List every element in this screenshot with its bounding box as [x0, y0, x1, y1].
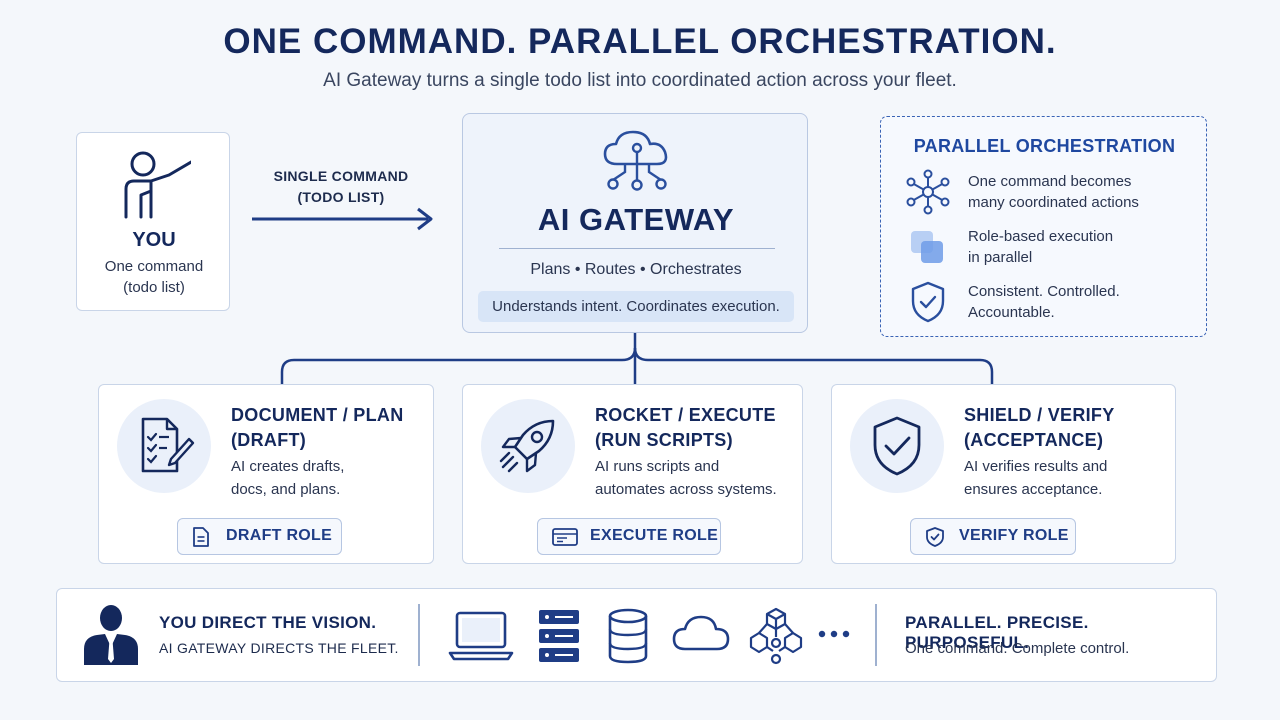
page-subtitle: AI Gateway turns a single todo list into…	[323, 70, 957, 91]
role-title-line2: (ACCEPTANCE)	[964, 430, 1104, 450]
role-desc-line1: AI creates drafts,	[231, 458, 345, 475]
gateway-tagline: Understands intent. Coordinates executio…	[478, 291, 794, 322]
verify-role-label: VERIFY ROLE	[959, 527, 1069, 544]
gateway-title: AI GATEWAY	[537, 202, 735, 237]
command-label: SINGLE COMMAND (TODO LIST)	[252, 166, 430, 208]
draft-role-button[interactable]: DRAFT ROLE	[177, 518, 342, 555]
role-icon-circle	[481, 399, 575, 493]
you-desc-line1: One command	[104, 258, 204, 275]
role-desc-line2: automates across systems.	[595, 481, 777, 498]
divider-left	[418, 604, 420, 666]
gateway-functions: Plans • Routes • Orchestrates	[530, 261, 742, 278]
shield-check-icon	[926, 527, 944, 547]
bottom-left-subtitle: AI GATEWAY DIRECTS THE FLEET.	[159, 640, 399, 656]
bottom-summary-bar: YOU DIRECT THE VISION. AI GATEWAY DIRECT…	[56, 588, 1217, 682]
parallel-item-1-line2: many coordinated actions	[968, 194, 1139, 211]
parallel-item-1-line1: One command becomes	[968, 173, 1132, 190]
role-title-line1: DOCUMENT / PLAN	[231, 405, 404, 425]
bottom-left-title: YOU DIRECT THE VISION.	[159, 613, 377, 632]
parallel-item-2: Role-based execution in parallel	[968, 226, 1198, 268]
role-title: DOCUMENT / PLAN (DRAFT)	[231, 403, 431, 453]
cloud-network-icon	[603, 130, 668, 191]
you-description: One command (todo list)	[77, 256, 231, 298]
role-icon-circle	[850, 399, 944, 493]
role-title: SHIELD / VERIFY (ACCEPTANCE)	[964, 403, 1164, 453]
server-icon	[539, 610, 579, 662]
role-title-line1: ROCKET / EXECUTE	[595, 405, 776, 425]
more-icon	[818, 630, 850, 638]
bottom-right-title: PARALLEL. PRECISE. PURPOSEFUL.	[905, 613, 1089, 652]
parallel-title: PARALLEL ORCHESTRATION	[913, 136, 1176, 156]
role-title: ROCKET / EXECUTE (RUN SCRIPTS)	[595, 403, 795, 453]
businessman-icon	[84, 605, 138, 665]
you-desc-line2: (todo list)	[123, 279, 185, 296]
page-title: ONE COMMAND. PARALLEL ORCHESTRATION.	[223, 22, 1057, 61]
verify-role-button[interactable]: VERIFY ROLE	[910, 518, 1076, 555]
parallel-item-2-line2: in parallel	[968, 249, 1033, 266]
role-title-line2: (RUN SCRIPTS)	[595, 430, 733, 450]
parallel-item-3-line2: Accountable.	[968, 304, 1055, 321]
shield-check-icon	[873, 416, 921, 476]
parallel-item-3-line1: Consistent. Controlled.	[968, 283, 1120, 300]
stacked-squares-icon	[911, 231, 943, 263]
role-card-execute: ROCKET / EXECUTE (RUN SCRIPTS) AI runs s…	[462, 384, 803, 564]
you-card: YOU One command (todo list)	[76, 132, 230, 311]
gateway-divider	[499, 248, 775, 249]
laptop-icon	[448, 611, 514, 661]
role-description: AI runs scripts and automates across sys…	[595, 455, 795, 501]
parallel-item-1: One command becomes many coordinated act…	[968, 171, 1198, 213]
draft-role-label: DRAFT ROLE	[226, 527, 333, 544]
role-card-verify: SHIELD / VERIFY (ACCEPTANCE) AI verifies…	[831, 384, 1176, 564]
ai-gateway-card: AI GATEWAY Plans • Routes • Orchestrates…	[462, 113, 808, 333]
role-desc-line2: ensures acceptance.	[964, 481, 1103, 498]
document-icon	[193, 527, 209, 547]
divider-right	[875, 604, 877, 666]
document-checklist-icon	[141, 417, 195, 473]
parallel-item-2-line1: Role-based execution	[968, 228, 1114, 245]
shield-check-icon	[911, 281, 945, 323]
role-icon-circle	[117, 399, 211, 493]
rocket-icon	[499, 419, 555, 473]
role-title-line1: SHIELD / VERIFY	[964, 405, 1115, 425]
role-title-line2: (DRAFT)	[231, 430, 307, 450]
role-desc-line2: docs, and plans.	[231, 481, 341, 498]
cloud-icon	[672, 615, 730, 651]
presenter-icon	[124, 151, 191, 219]
command-line1: SINGLE COMMAND	[273, 168, 409, 184]
command-line2: (TODO LIST)	[297, 189, 385, 205]
terminal-window-icon	[552, 528, 578, 546]
parallel-orchestration-panel: PARALLEL ORCHESTRATION One command becom…	[880, 116, 1207, 337]
execute-role-label: EXECUTE ROLE	[590, 527, 719, 544]
network-icon	[906, 169, 950, 215]
role-description: AI creates drafts, docs, and plans.	[231, 455, 431, 501]
role-desc-line1: AI verifies results and	[964, 458, 1108, 475]
role-card-draft: DOCUMENT / PLAN (DRAFT) AI creates draft…	[98, 384, 434, 564]
role-description: AI verifies results and ensures acceptan…	[964, 455, 1164, 501]
parallel-item-3: Consistent. Controlled. Accountable.	[968, 281, 1198, 323]
role-desc-line1: AI runs scripts and	[595, 458, 720, 475]
execute-role-button[interactable]: EXECUTE ROLE	[537, 518, 721, 555]
you-label: YOU	[132, 229, 176, 251]
bottom-right-subtitle: One command. Complete control.	[905, 640, 1130, 657]
cubes-icon	[749, 607, 803, 665]
database-icon	[608, 608, 648, 664]
